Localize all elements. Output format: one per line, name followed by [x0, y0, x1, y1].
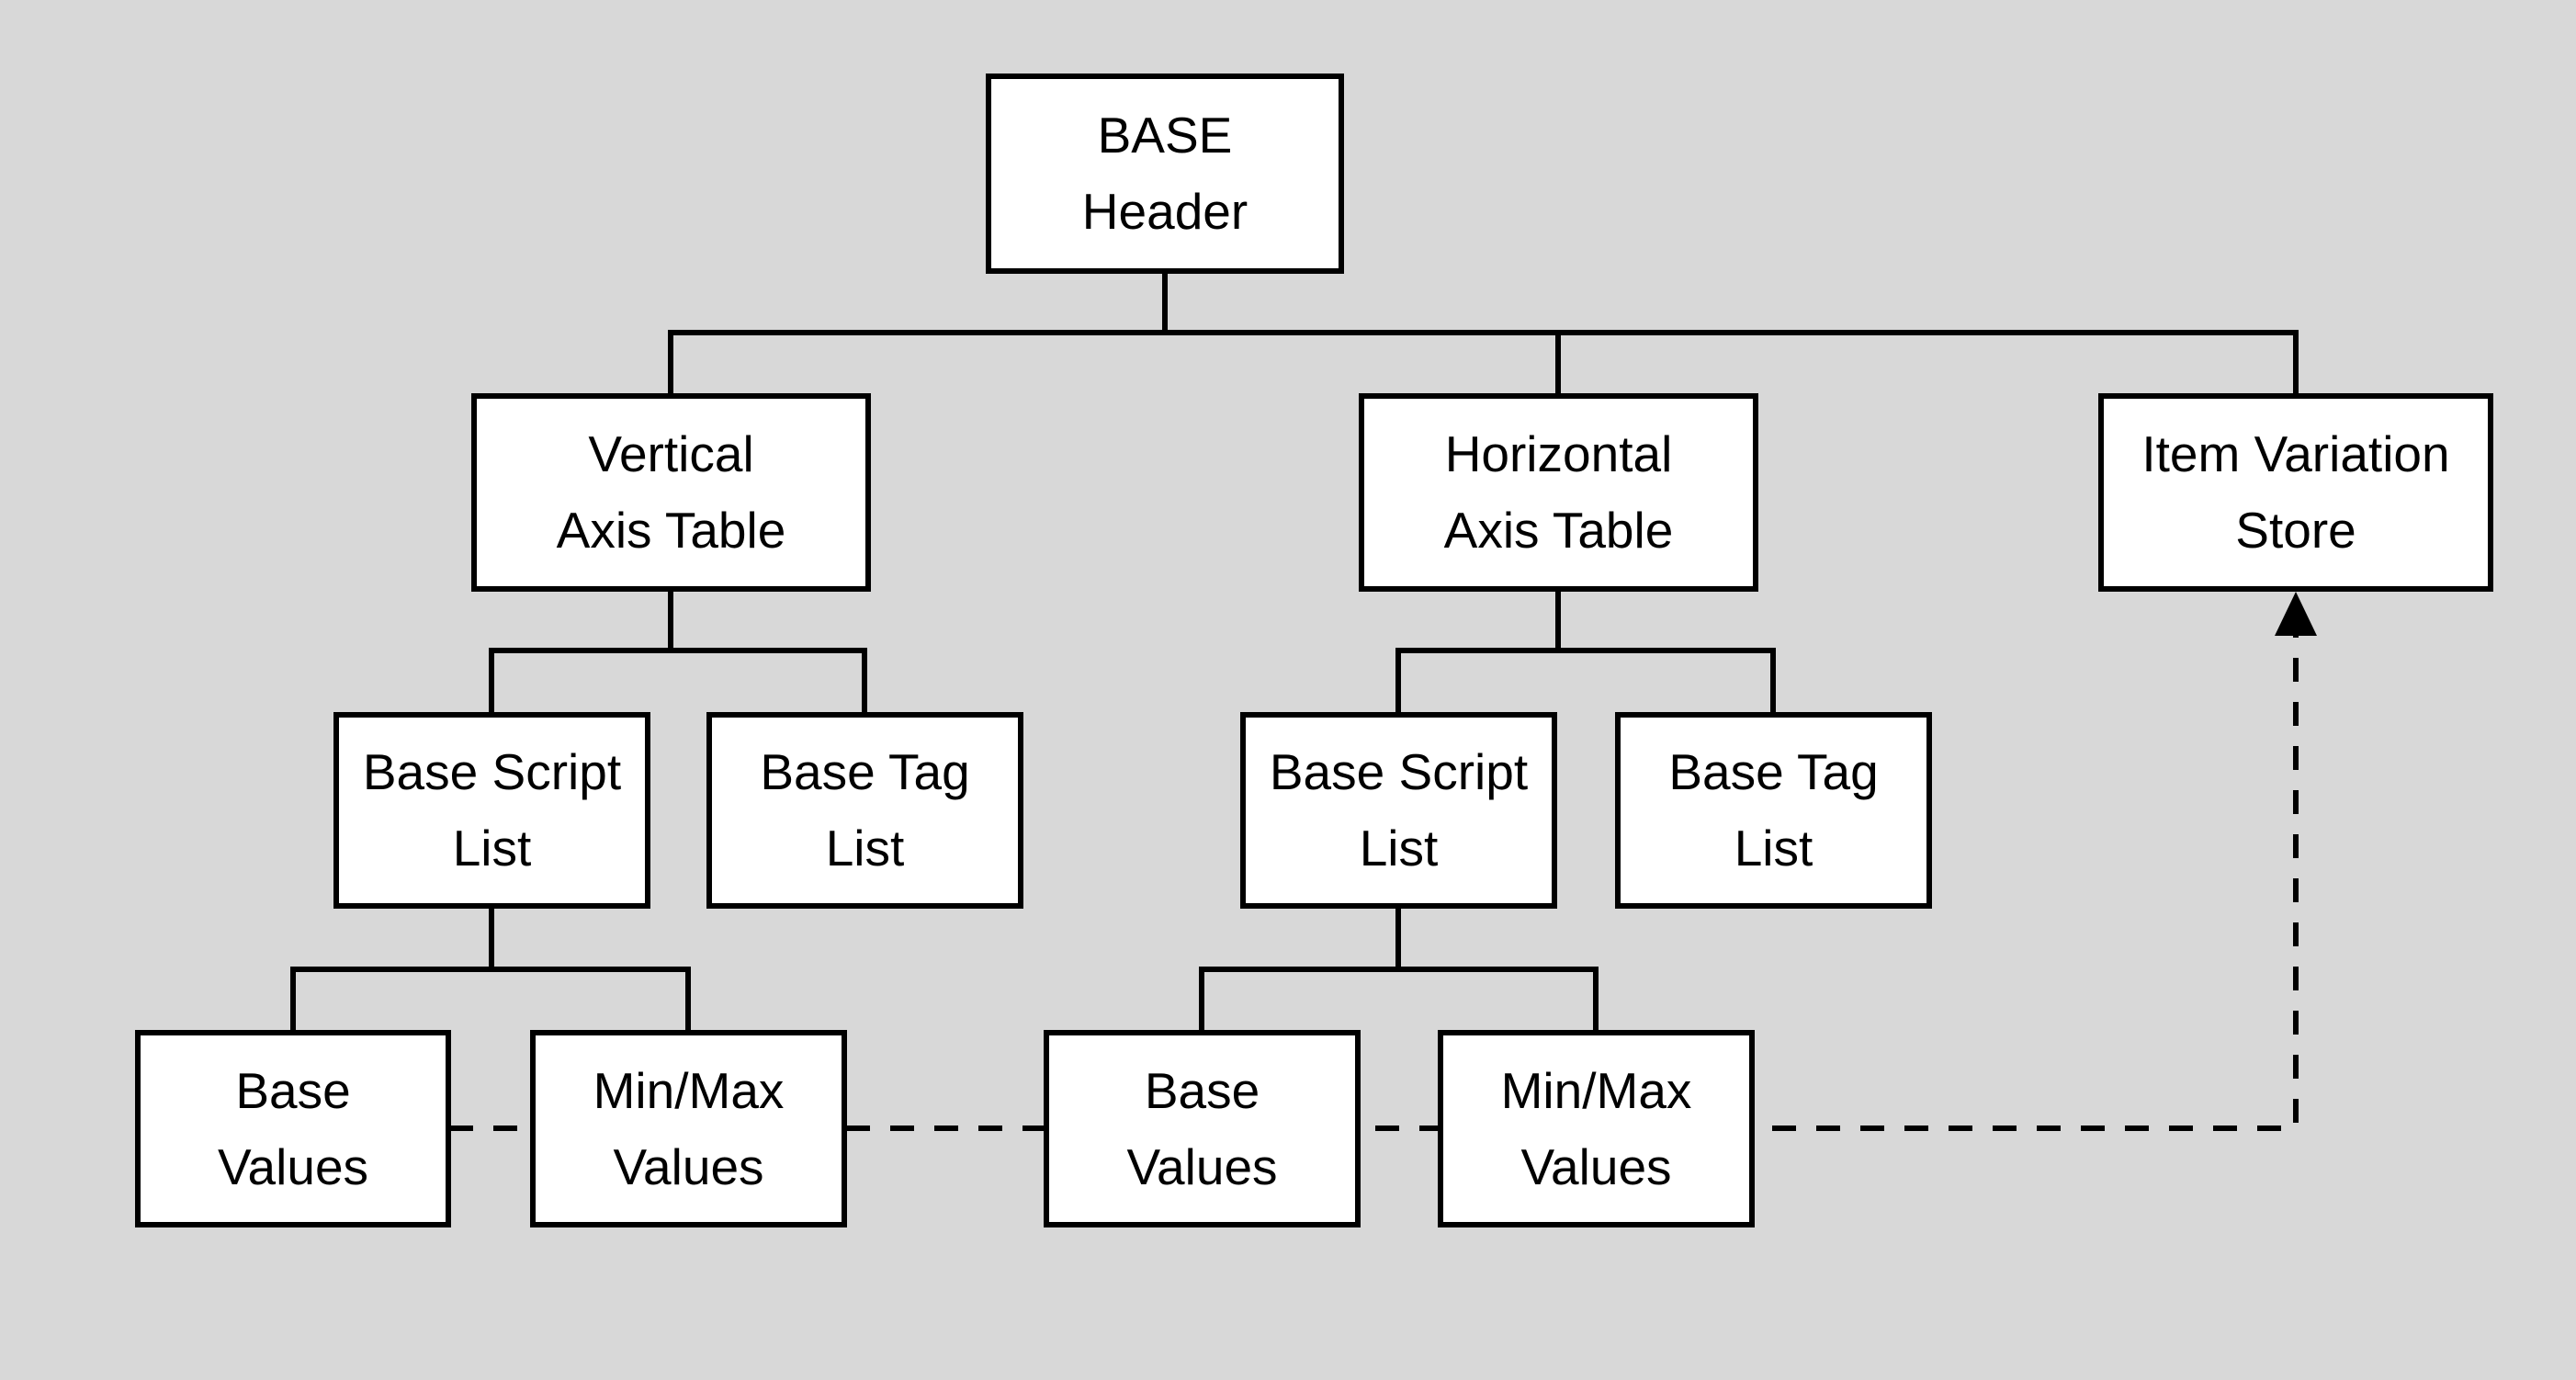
node-base-values-vertical: Base Values — [135, 1030, 451, 1227]
node-label-line: Axis Table — [1443, 502, 1674, 559]
node-label-line: Min/Max — [1500, 1061, 1692, 1119]
node-label-line: Values — [1520, 1137, 1672, 1195]
node-label-line: Store — [2235, 502, 2356, 559]
dashed-data-flow — [449, 592, 2317, 1131]
node-label-line: Base — [1144, 1061, 1260, 1119]
node-base-values-horizontal: Base Values — [1044, 1030, 1361, 1227]
node-label-line: Header — [1081, 183, 1248, 240]
node-label-line: List — [1734, 820, 1813, 877]
node-label-line: List — [825, 820, 905, 877]
node-label-line: Min/Max — [593, 1061, 785, 1119]
node-label-line: List — [1359, 820, 1439, 877]
node-label-line: BASE — [1097, 107, 1233, 164]
node-label-line: Axis Table — [556, 502, 786, 559]
node-base-header: BASE Header — [986, 74, 1344, 274]
node-vertical-axis-table: Vertical Axis Table — [471, 393, 871, 592]
node-label-line: Base Script — [362, 743, 622, 800]
node-label-line: Item Variation — [2141, 425, 2450, 482]
node-minmax-values-horizontal: Min/Max Values — [1438, 1030, 1755, 1227]
node-label-line: Base Script — [1269, 743, 1529, 800]
node-label-line: Values — [1126, 1137, 1278, 1195]
arrow-up-head-icon — [2275, 592, 2317, 636]
node-base-tag-list-horizontal: Base Tag List — [1615, 712, 1932, 909]
node-base-script-list-vertical: Base Script List — [333, 712, 650, 909]
solid-connectors — [290, 269, 2299, 1035]
node-item-variation-store: Item Variation Store — [2098, 393, 2493, 592]
node-base-tag-list-vertical: Base Tag List — [706, 712, 1023, 909]
node-label-line: Values — [217, 1137, 369, 1195]
node-label-line: Base Tag — [1668, 743, 1879, 800]
node-label-line: List — [452, 820, 532, 877]
node-horizontal-axis-table: Horizontal Axis Table — [1359, 393, 1758, 592]
node-label-line: Values — [613, 1137, 764, 1195]
node-label-line: Base Tag — [760, 743, 970, 800]
node-minmax-values-vertical: Min/Max Values — [530, 1030, 847, 1227]
node-base-script-list-horizontal: Base Script List — [1240, 712, 1557, 909]
dashed-flow-line — [449, 636, 2299, 1131]
node-label-line: Horizontal — [1444, 425, 1673, 482]
node-label-line: Vertical — [588, 425, 754, 482]
node-label-line: Base — [235, 1061, 351, 1119]
